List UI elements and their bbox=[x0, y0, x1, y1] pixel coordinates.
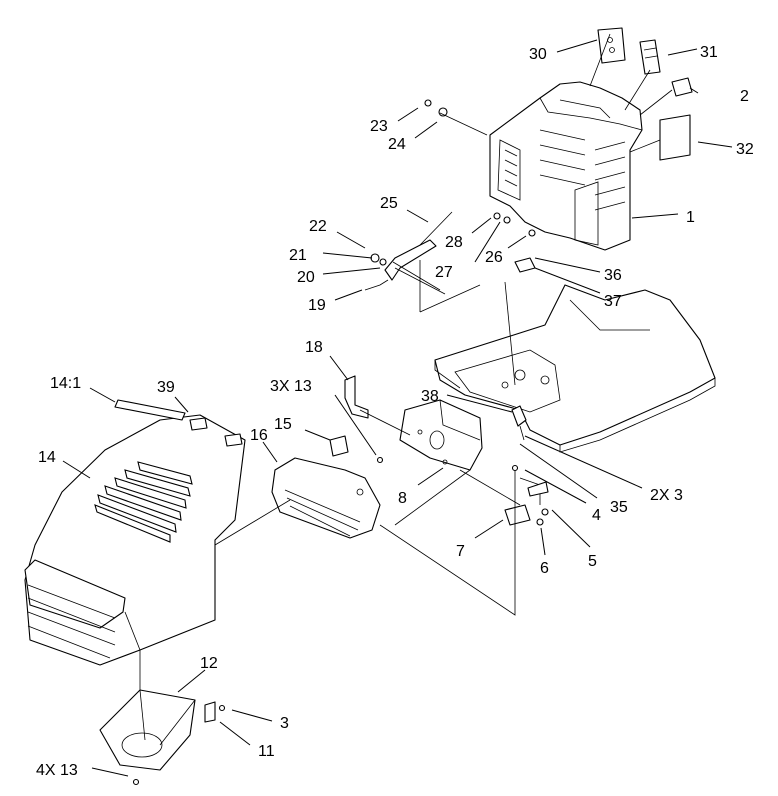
screw-2x3 bbox=[511, 464, 519, 472]
callout-27: 27 bbox=[435, 264, 453, 281]
washer-24 bbox=[438, 107, 448, 117]
decal-30 bbox=[597, 27, 626, 64]
callout-24: 24 bbox=[388, 136, 406, 153]
callout-16: 16 bbox=[250, 427, 268, 444]
callout-14-1: 14:1 bbox=[50, 375, 81, 392]
decal-32 bbox=[659, 114, 691, 161]
nut-6 bbox=[536, 518, 544, 526]
callout-1: 1 bbox=[686, 209, 695, 226]
callout-35: 35 bbox=[610, 499, 628, 516]
callout-12: 12 bbox=[200, 655, 218, 672]
decal-31 bbox=[639, 39, 661, 75]
callout-2x3: 2X 3 bbox=[650, 487, 683, 504]
screw-3x13 bbox=[376, 456, 384, 464]
dash-panel-8 bbox=[399, 399, 483, 471]
nut-28 bbox=[493, 212, 501, 220]
callout-4x13: 4X 13 bbox=[36, 762, 78, 779]
bolt-4 bbox=[527, 481, 549, 497]
callout-23: 23 bbox=[370, 118, 388, 135]
callout-5: 5 bbox=[588, 553, 597, 570]
callout-26: 26 bbox=[485, 249, 503, 266]
callout-7: 7 bbox=[456, 543, 465, 560]
screw-4x13 bbox=[132, 778, 140, 786]
callout-8: 8 bbox=[398, 490, 407, 507]
nut-27 bbox=[503, 216, 511, 224]
callout-2: 2 bbox=[740, 88, 749, 105]
callout-15: 15 bbox=[274, 416, 292, 433]
knob-2 bbox=[671, 77, 693, 97]
floor-pan bbox=[434, 284, 716, 453]
assembly-lines bbox=[139, 33, 673, 690]
washer-23 bbox=[424, 99, 432, 107]
callout-20: 20 bbox=[297, 269, 315, 286]
callout-3: 3 bbox=[280, 715, 289, 732]
lever-assembly bbox=[364, 211, 453, 295]
hood-vents bbox=[94, 461, 193, 543]
callout-30: 30 bbox=[529, 46, 547, 63]
callout-39: 39 bbox=[157, 379, 175, 396]
callout-36: 36 bbox=[604, 267, 622, 284]
bracket-7 bbox=[504, 477, 541, 526]
decal-39b bbox=[224, 433, 243, 447]
hood-14 bbox=[24, 414, 246, 666]
decal-15 bbox=[329, 435, 349, 457]
tray-12 bbox=[99, 689, 196, 771]
callout-21: 21 bbox=[289, 247, 307, 264]
callout-14: 14 bbox=[38, 449, 56, 466]
rear-body-housing bbox=[489, 81, 643, 251]
callout-31: 31 bbox=[700, 44, 718, 61]
nut-5 bbox=[541, 508, 549, 516]
bracket-18 bbox=[344, 375, 369, 419]
callout-6: 6 bbox=[540, 560, 549, 577]
callout-19: 19 bbox=[308, 297, 326, 314]
leader-lines bbox=[62, 39, 733, 777]
callout-labels: 30 31 2 32 23 24 1 25 22 28 21 20 27 26 … bbox=[36, 44, 754, 779]
callout-37: 37 bbox=[604, 293, 622, 310]
callout-18: 18 bbox=[305, 339, 323, 356]
screw-3 bbox=[218, 704, 226, 712]
hood-decal-14-1 bbox=[114, 399, 186, 421]
callout-38: 38 bbox=[421, 388, 439, 405]
decal-39a bbox=[189, 417, 208, 431]
callout-22: 22 bbox=[309, 218, 327, 235]
callout-32: 32 bbox=[736, 141, 754, 158]
callout-3x13: 3X 13 bbox=[270, 378, 312, 395]
bracket-11 bbox=[204, 701, 216, 723]
bolt-26 bbox=[528, 229, 536, 237]
fastener-38 bbox=[511, 405, 527, 441]
callout-28: 28 bbox=[445, 234, 463, 251]
callout-4: 4 bbox=[592, 507, 601, 524]
callout-11: 11 bbox=[258, 743, 275, 760]
grille-16 bbox=[271, 457, 381, 539]
callout-25: 25 bbox=[380, 195, 398, 212]
